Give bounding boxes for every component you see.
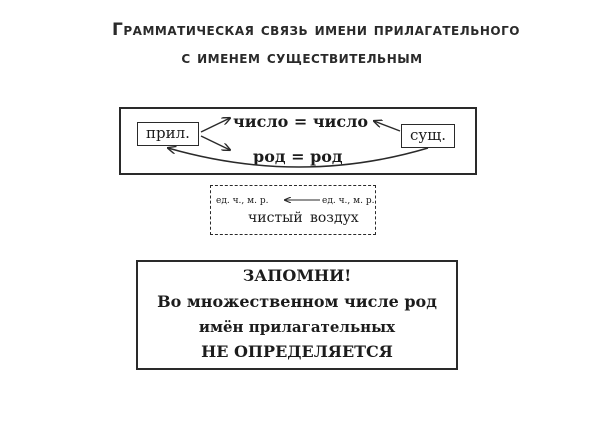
adjective-box: прил. (137, 122, 199, 146)
example-frame (210, 185, 376, 235)
title-line-2: с именем существительным (181, 48, 423, 68)
gender-relation-label: род = род (253, 147, 343, 166)
adj-gender-arrow (200, 135, 230, 150)
remember-heading: ЗАПОМНИ! (242, 266, 352, 285)
adj-number-arrow (200, 118, 230, 133)
remember-line-3: НЕ ОПРЕДЕЛЯЕТСЯ (201, 342, 393, 361)
remember-line-1: Во множественном числе род (157, 292, 437, 311)
example-adjective: чистый (248, 210, 303, 226)
noun-box: сущ. (401, 124, 455, 148)
example-adjective-grammar: ед. ч., м. р. (216, 196, 269, 206)
example-noun: воздух (310, 210, 359, 226)
noun-adj-curved-arrow (168, 148, 429, 168)
example-noun-grammar: ед. ч., м. р. (322, 196, 375, 206)
number-relation-label: число = число (233, 112, 369, 131)
remember-frame (136, 260, 458, 370)
agreement-diagram-frame (119, 107, 477, 175)
title-line-1: Грамматическая связь имени прилагательно… (112, 20, 520, 40)
remember-line-2: имён прилагательных (198, 318, 396, 336)
noun-number-arrow (374, 121, 401, 132)
